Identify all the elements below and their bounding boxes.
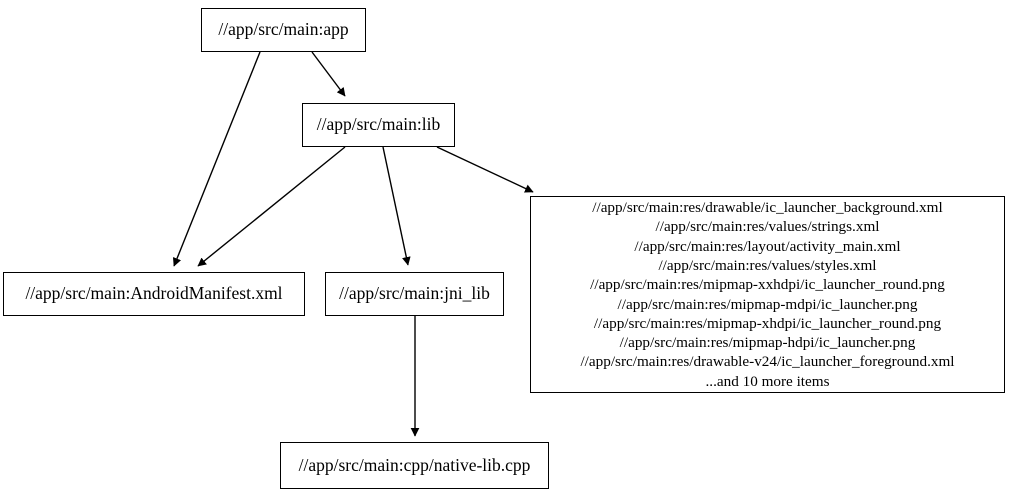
edge-app-to-manifest	[172, 51, 261, 267]
graph-node-androidmanifest[interactable]: //app/src/main:AndroidManifest.xml	[3, 272, 305, 316]
graph-node-lib-label: //app/src/main:lib	[316, 114, 441, 135]
graph-node-app-label: //app/src/main:app	[218, 19, 349, 40]
edge-app-to-lib	[311, 51, 346, 97]
edge-lib-to-res	[436, 146, 534, 193]
graph-node-native-lib-cpp-label: //app/src/main:cpp/native-lib.cpp	[298, 454, 531, 475]
graph-node-res-group-label: //app/src/main:res/drawable/ic_launcher_…	[580, 199, 955, 390]
graph-node-jni-lib-label: //app/src/main:jni_lib	[339, 283, 490, 304]
graph-node-app[interactable]: //app/src/main:app	[201, 8, 366, 52]
graph-node-native-lib-cpp[interactable]: //app/src/main:cpp/native-lib.cpp	[280, 442, 549, 489]
edge-lib-to-jni-lib	[382, 146, 411, 266]
graph-node-androidmanifest-label: //app/src/main:AndroidManifest.xml	[25, 283, 283, 304]
graph-node-lib[interactable]: //app/src/main:lib	[302, 103, 455, 147]
edge-lib-to-manifest	[197, 146, 346, 267]
graph-node-res-group[interactable]: //app/src/main:res/drawable/ic_launcher_…	[530, 196, 1005, 393]
graph-node-jni-lib[interactable]: //app/src/main:jni_lib	[325, 272, 504, 316]
